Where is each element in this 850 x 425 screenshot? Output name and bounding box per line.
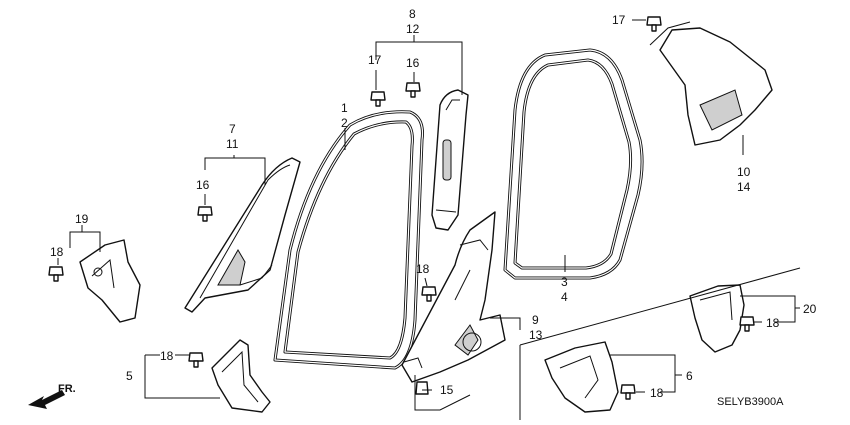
side-panel-20	[689, 284, 745, 353]
side-panel-6	[544, 341, 619, 413]
rear-door-opening-seal	[503, 48, 644, 280]
diagram-code: SELYB3900A	[717, 396, 784, 408]
front-direction-label: FR.	[58, 383, 76, 395]
callout-10: 10	[737, 165, 751, 179]
callout-17-center: 17	[368, 53, 382, 67]
callout-9: 9	[532, 313, 539, 327]
kick-panel	[211, 339, 271, 413]
callout-16-front: 16	[196, 178, 210, 192]
callout-4: 4	[561, 290, 568, 304]
center-pillar-upper-garnish	[431, 89, 469, 231]
section-divider	[519, 267, 801, 346]
clip-fasteners	[48, 16, 755, 400]
center-pillar-lower-garnish	[401, 211, 506, 383]
callout-17-rear: 17	[612, 13, 626, 27]
callout-2: 2	[341, 116, 348, 130]
callout-18-panel6: 18	[650, 386, 664, 400]
rear-pillar-garnish	[649, 21, 773, 146]
callout-13: 13	[529, 328, 543, 342]
callout-7: 7	[229, 122, 236, 136]
callout-18-side: 18	[50, 245, 64, 259]
callout-5: 5	[126, 369, 133, 383]
callout-18-center: 18	[416, 262, 430, 276]
front-door-opening-seal	[273, 110, 424, 370]
callout-8: 8	[409, 7, 416, 21]
callout-16-center: 16	[406, 56, 420, 70]
callout-3: 3	[561, 275, 568, 289]
callout-11: 11	[226, 137, 239, 151]
front-direction-arrow	[28, 390, 65, 409]
callout-20: 20	[803, 302, 817, 316]
callout-12: 12	[406, 22, 420, 36]
callout-18-panel20: 18	[766, 316, 780, 330]
callout-6: 6	[686, 369, 693, 383]
callout-14: 14	[737, 180, 751, 194]
callout-19: 19	[75, 212, 89, 226]
leader-lines	[57, 19, 800, 411]
callout-15: 15	[440, 383, 454, 397]
callout-1: 1	[341, 101, 348, 115]
callout-18-kick: 18	[160, 349, 174, 363]
side-lining-bracket	[79, 239, 141, 323]
